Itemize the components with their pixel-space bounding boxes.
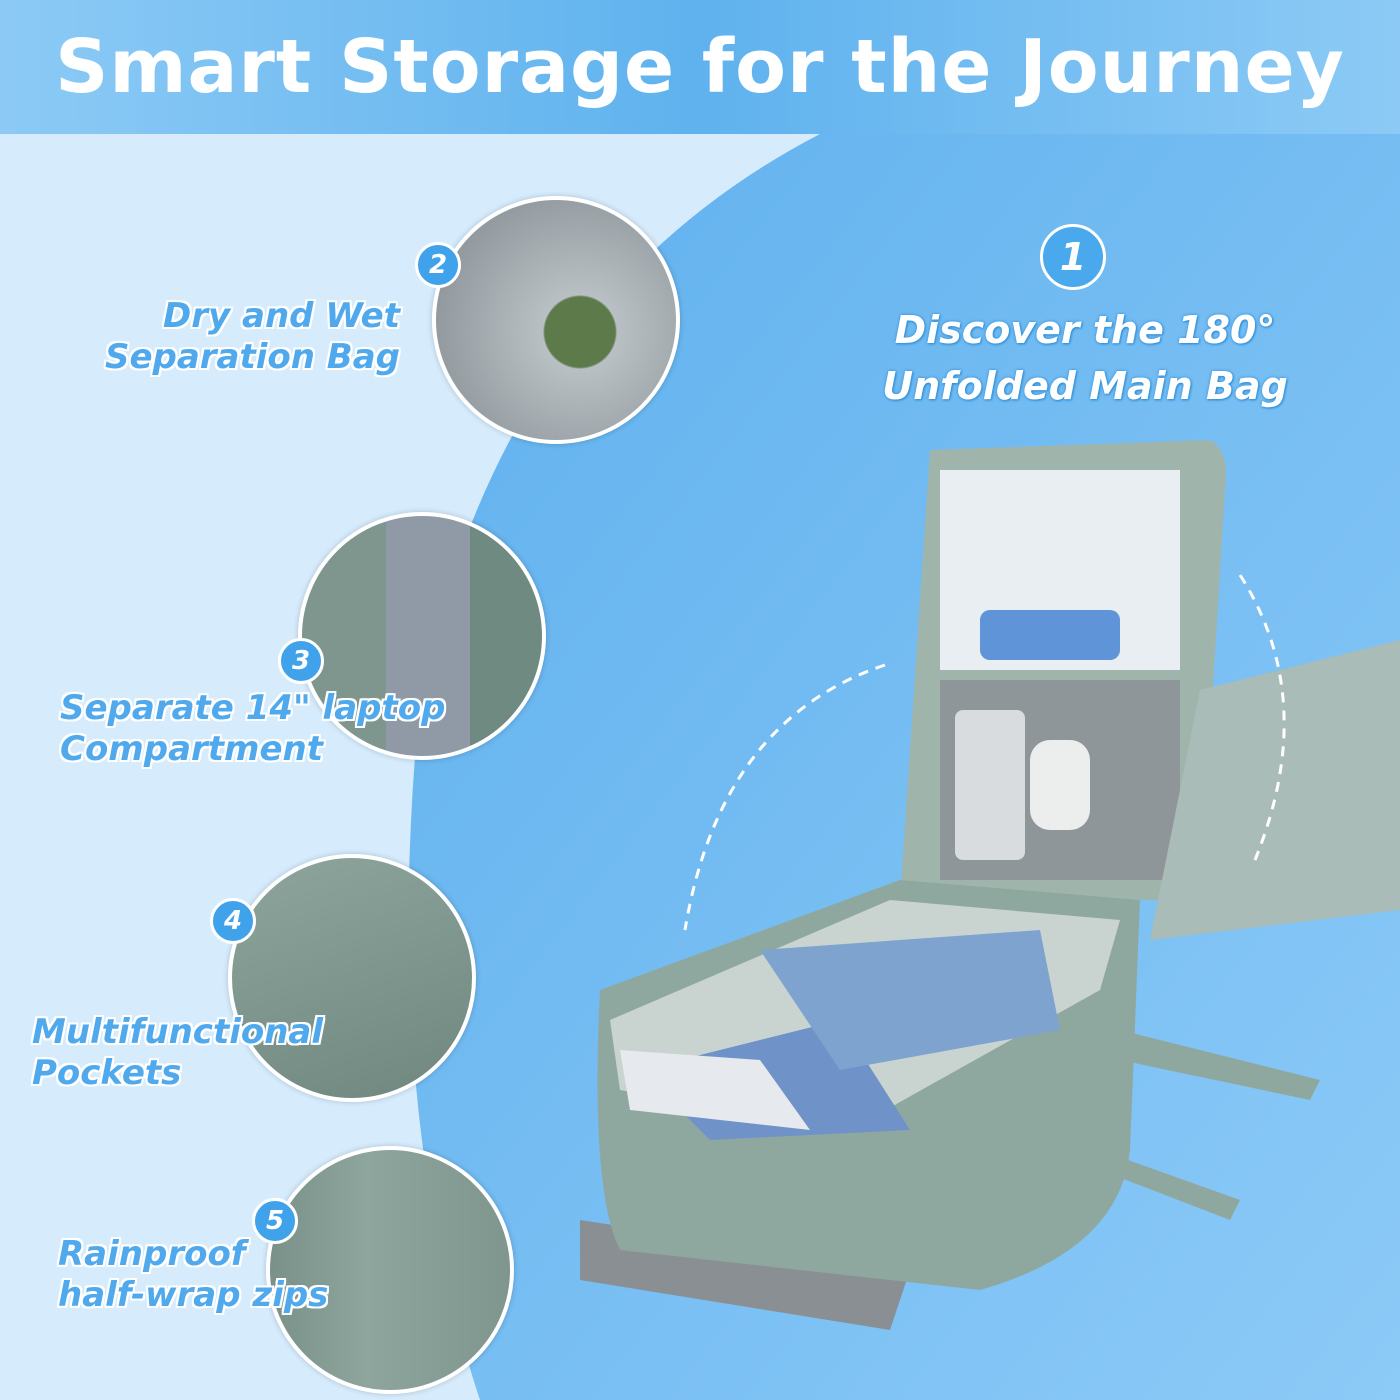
feature-2-line1: Dry and Wet <box>163 296 400 336</box>
feature-4-label: Multifunctional Pockets <box>32 1012 323 1094</box>
feature-3-label: Separate 14" laptop Compartment <box>60 688 445 770</box>
pockets-photo <box>228 854 476 1102</box>
feature-4-line1: Multifunctional <box>32 1012 324 1052</box>
feature-1-label: Discover the 180° Unfolded Main Bag <box>870 302 1300 414</box>
feature-3-line1: Separate 14" laptop <box>60 688 446 728</box>
feature-4-badge: 4 <box>210 898 256 944</box>
feature-1-badge: 1 <box>1040 224 1106 290</box>
feature-2-badge: 2 <box>415 242 461 288</box>
header-banner: Smart Storage for the Journey <box>0 0 1400 134</box>
feature-2-line2: Separation Bag <box>104 337 400 377</box>
feature-5-badge: 5 <box>252 1198 298 1244</box>
feature-1-line1: Discover the 180° <box>894 308 1276 352</box>
feature-1-line2: Unfolded Main Bag <box>882 364 1288 408</box>
feature-5-label: Rainproof half-wrap zips <box>58 1234 328 1316</box>
rainproof-zips-photo <box>266 1146 514 1394</box>
feature-2-label: Dry and Wet Separation Bag <box>100 296 400 378</box>
feature-3-badge: 3 <box>278 638 324 684</box>
feature-5-line1: Rainproof <box>58 1234 246 1274</box>
backpack-image <box>580 440 1400 1330</box>
page-title: Smart Storage for the Journey <box>55 24 1345 110</box>
feature-3-line2: Compartment <box>60 729 323 769</box>
separation-bag-photo <box>432 196 680 444</box>
feature-5-line2: half-wrap zips <box>58 1275 329 1315</box>
feature-4-line2: Pockets <box>32 1053 182 1093</box>
laptop-compartment-photo <box>298 512 546 760</box>
